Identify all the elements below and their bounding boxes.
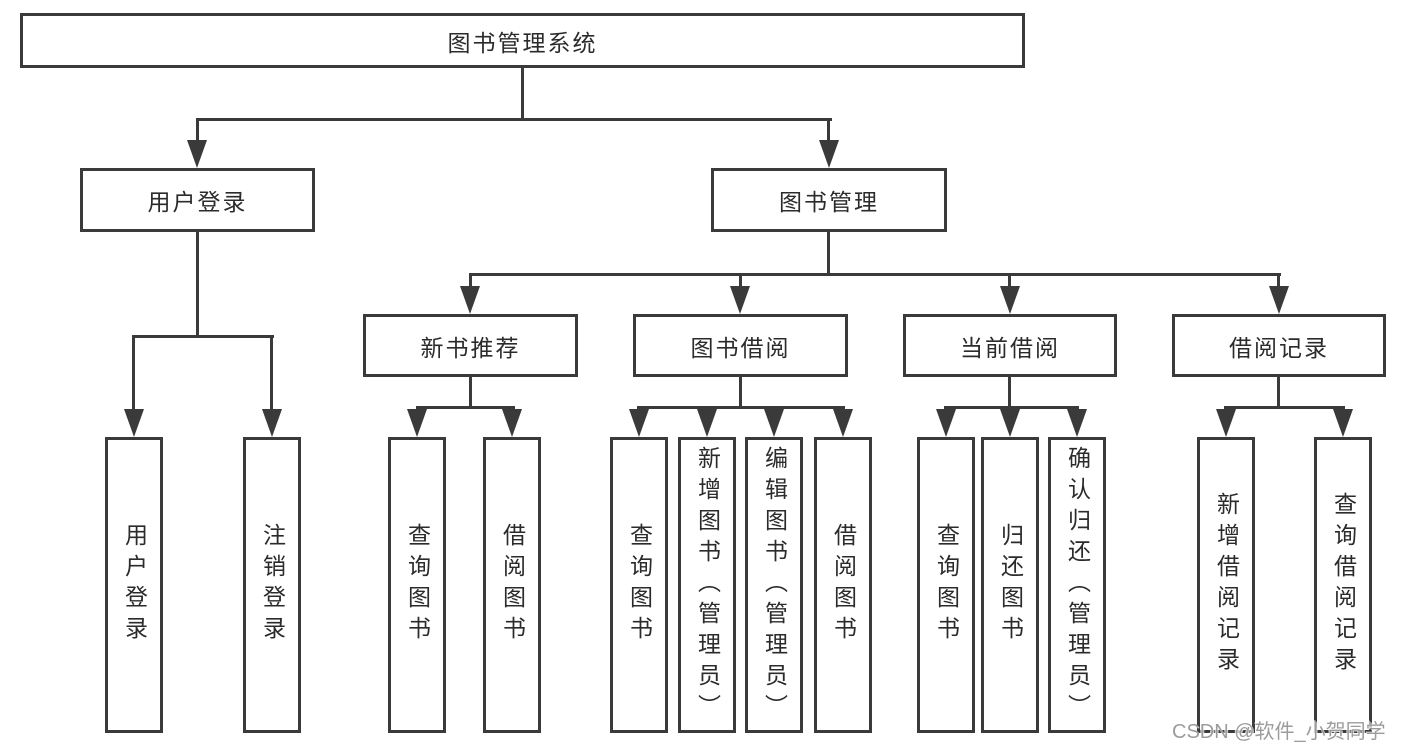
arrowhead-leaf-login (124, 409, 144, 437)
connector-drop-current-borrow (1008, 273, 1011, 289)
leaf-bb-edit-books-admin: 编辑图书（管理员） (745, 437, 803, 733)
node-new-book-recommend: 新书推荐 (363, 314, 578, 377)
node-borrow-record-label: 借阅记录 (1229, 334, 1329, 361)
connector-drop-book-borrow (739, 273, 742, 289)
arrowhead-nb-query (407, 409, 427, 437)
leaf-bb-edit-books-admin-label: 编辑图书（管理员） (761, 445, 788, 725)
connector-drop-leaf-login (132, 335, 135, 412)
connector-book-borrow-split (637, 406, 845, 409)
arrowhead-book-borrow (730, 286, 750, 314)
connector-current-borrow-stem (1008, 377, 1011, 409)
node-current-borrow-label: 当前借阅 (960, 334, 1060, 361)
leaf-br-query-record-label: 查询借阅记录 (1330, 492, 1357, 678)
node-book-management: 图书管理 (711, 168, 947, 232)
leaf-bb-query-books-label: 查询图书 (626, 523, 653, 647)
arrowhead-bb-edit (764, 409, 784, 437)
arrowhead-br-query (1333, 409, 1353, 437)
node-root-label: 图书管理系统 (447, 29, 598, 56)
leaf-nb-borrow-books: 借阅图书 (483, 437, 541, 733)
leaf-cb-confirm-return-admin-label: 确认归还（管理员） (1064, 445, 1091, 725)
connector-root-stem (521, 68, 524, 118)
node-root: 图书管理系统 (20, 13, 1025, 68)
leaf-br-add-record: 新增借阅记录 (1197, 437, 1255, 733)
arrowhead-cb-confirm (1067, 409, 1087, 437)
node-book-management-label: 图书管理 (779, 189, 879, 215)
leaf-cb-confirm-return-admin: 确认归还（管理员） (1048, 437, 1106, 733)
node-new-book-recommend-label: 新书推荐 (420, 334, 521, 361)
leaf-logout: 注销登录 (243, 437, 301, 733)
connector-branch-level2 (196, 118, 832, 121)
arrowhead-nb-borrow (502, 409, 522, 437)
connector-drop-book-mgmt (827, 118, 830, 144)
connector-drop-leaf-logout (270, 335, 273, 412)
connector-borrow-record-split (1224, 406, 1345, 409)
connector-branch-level3 (469, 273, 1281, 276)
arrowhead-bb-borrow (833, 409, 853, 437)
node-user-login-label: 用户登录 (147, 189, 248, 215)
arrowhead-cb-query (936, 409, 956, 437)
connector-new-book-split (416, 406, 515, 409)
leaf-bb-borrow-books: 借阅图书 (814, 437, 872, 733)
node-user-login: 用户登录 (80, 168, 315, 232)
leaf-nb-query-books: 查询图书 (388, 437, 446, 733)
arrowhead-user-login (187, 140, 207, 168)
leaf-nb-query-books-label: 查询图书 (404, 523, 431, 647)
arrowhead-br-add (1216, 409, 1236, 437)
connector-user-login-stem (196, 232, 199, 338)
leaf-cb-return-books-label: 归还图书 (997, 523, 1024, 647)
leaf-bb-add-books-admin: 新增图书（管理员） (678, 437, 736, 733)
leaf-cb-query-books-label: 查询图书 (933, 523, 960, 647)
leaf-nb-borrow-books-label: 借阅图书 (499, 523, 526, 647)
leaf-cb-return-books: 归还图书 (981, 437, 1039, 733)
connector-drop-borrow-record (1277, 273, 1280, 289)
leaf-br-add-record-label: 新增借阅记录 (1213, 492, 1240, 678)
leaf-user-login: 用户登录 (105, 437, 163, 733)
watermark: CSDN @软件_小贺同学 (1172, 721, 1386, 743)
arrowhead-new-book (460, 286, 480, 314)
connector-drop-user-login (196, 118, 199, 144)
node-current-borrow: 当前借阅 (903, 314, 1117, 377)
leaf-bb-borrow-books-label: 借阅图书 (830, 523, 857, 647)
leaf-cb-query-books: 查询图书 (917, 437, 975, 733)
connector-borrow-record-stem (1277, 377, 1280, 409)
arrowhead-cb-return (1000, 409, 1020, 437)
arrowhead-bb-add (697, 409, 717, 437)
node-book-borrow-label: 图书借阅 (690, 334, 791, 361)
connector-current-borrow-split (944, 406, 1079, 409)
leaf-user-login-label: 用户登录 (121, 523, 148, 647)
leaf-bb-add-books-admin-label: 新增图书（管理员） (694, 445, 721, 725)
arrowhead-current-borrow (1000, 286, 1020, 314)
connector-drop-new-book (469, 273, 472, 289)
connector-new-book-stem (469, 377, 472, 409)
arrowhead-book-mgmt (819, 140, 839, 168)
connector-user-login-split (132, 335, 274, 338)
leaf-br-query-record: 查询借阅记录 (1314, 437, 1372, 733)
arrowhead-leaf-logout (262, 409, 282, 437)
connector-book-borrow-stem (739, 377, 742, 409)
arrowhead-bb-query (629, 409, 649, 437)
node-borrow-record: 借阅记录 (1172, 314, 1386, 377)
connector-book-mgmt-stem (827, 232, 830, 276)
arrowhead-borrow-record (1269, 286, 1289, 314)
leaf-logout-label: 注销登录 (259, 523, 286, 647)
node-book-borrow: 图书借阅 (633, 314, 848, 377)
leaf-bb-query-books: 查询图书 (610, 437, 668, 733)
